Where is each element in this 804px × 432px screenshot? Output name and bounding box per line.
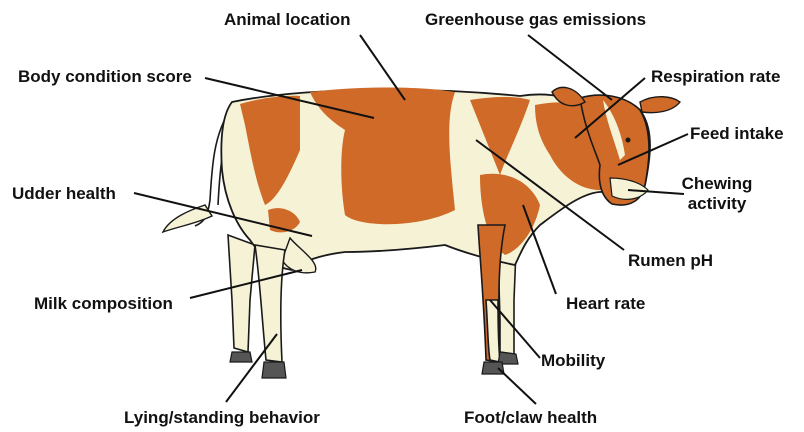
label-lying-standing: Lying/standing behavior (124, 408, 320, 428)
label-heart-rate: Heart rate (566, 294, 645, 314)
leader-foot-claw (498, 368, 536, 404)
cow-ear-right (640, 97, 680, 113)
label-rumen-ph: Rumen pH (628, 251, 713, 271)
label-udder-health: Udder health (12, 184, 116, 204)
label-mobility: Mobility (541, 351, 605, 371)
label-respiration-rate: Respiration rate (651, 67, 780, 87)
label-body-condition: Body condition score (18, 67, 192, 87)
label-milk-composition: Milk composition (34, 294, 173, 314)
label-chewing-activity: Chewing activity (672, 174, 762, 214)
label-foot-claw: Foot/claw health (464, 408, 597, 428)
label-feed-intake: Feed intake (690, 124, 784, 144)
label-animal-location: Animal location (224, 10, 351, 30)
cow-eye (626, 138, 631, 143)
label-greenhouse-gas: Greenhouse gas emissions (425, 10, 646, 30)
